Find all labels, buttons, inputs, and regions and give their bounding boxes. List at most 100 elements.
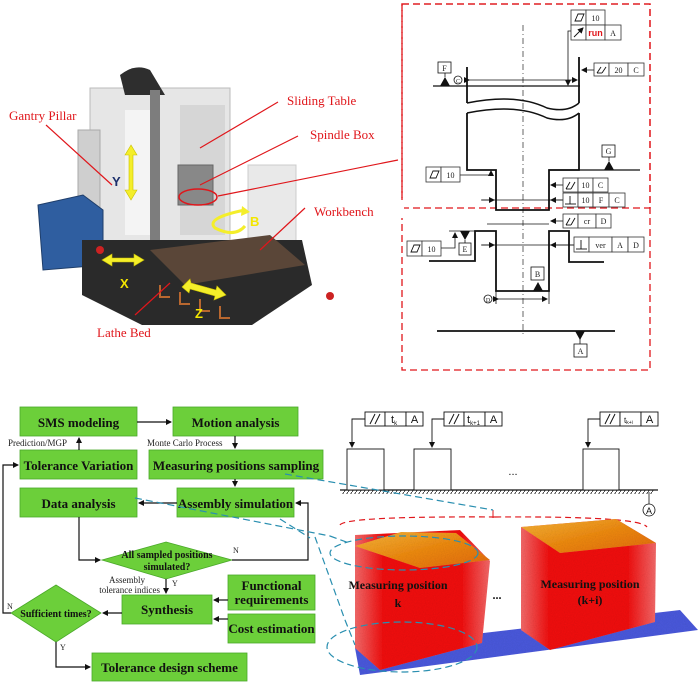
node-label: requirements — [235, 592, 309, 607]
measuring-position-ki-top — [521, 519, 656, 553]
note-assembly: Assembly — [109, 575, 146, 585]
node-label: Functional — [242, 578, 302, 593]
circled-c-text: C — [456, 79, 460, 85]
fcf-value-run: run — [588, 28, 603, 38]
edge-n-loop — [2, 462, 19, 614]
zoom-connectors — [134, 473, 494, 646]
total-runout-icon — [565, 217, 576, 226]
fcf-total-runout-cr — [562, 213, 612, 229]
spindle-box-leader — [199, 135, 299, 186]
node-measuring-sampling — [148, 449, 324, 480]
node-label: Tolerance design scheme — [101, 660, 238, 675]
measuring-block-ki — [582, 448, 620, 491]
fcf-value: 10 — [582, 181, 590, 190]
fcf-symbols — [410, 13, 607, 253]
fcf-datum: A — [610, 29, 616, 38]
datum-box-b — [530, 266, 545, 281]
lathe-bed-leader — [134, 282, 171, 316]
datum-circle-a — [642, 503, 656, 517]
datum-circle-a-text: A — [646, 506, 652, 516]
part-profile — [429, 25, 640, 344]
node-functional-requirements — [227, 574, 316, 611]
node-cost-estimation — [227, 613, 316, 644]
feature-control-frames — [406, 9, 645, 257]
datum-a: A — [490, 414, 498, 426]
datum-triangle-b — [533, 282, 543, 291]
perpendicularity-icon — [565, 196, 576, 205]
datum-box-e — [458, 242, 472, 256]
decision-label: simulated? — [144, 562, 191, 573]
tol-ki: tk+i — [624, 416, 633, 426]
label-spindle-box: Spindle Box — [310, 127, 375, 142]
note-prediction: Prediction/MGP — [8, 438, 67, 448]
node-sms-modeling — [19, 406, 138, 437]
label-measuring-k-index: k — [395, 596, 402, 610]
datum-e: E — [463, 245, 468, 254]
parallelism-schematic: A ... tk A tk+1 A tk+i A — [340, 411, 659, 517]
perpendicularity-icon — [576, 240, 587, 250]
measuring-block-k — [346, 448, 385, 491]
fcf-value: 20 — [615, 66, 623, 75]
tol-k: tk — [391, 414, 398, 427]
datum-b: B — [535, 270, 540, 279]
drawing-frame — [401, 3, 651, 371]
label-gantry-pillar: Gantry Pillar — [9, 108, 77, 123]
node-synthesis — [121, 594, 213, 625]
fcf-value: 10 — [592, 14, 600, 23]
label-lathe-bed: Lathe Bed — [97, 325, 151, 340]
axis-label-x: X — [120, 276, 129, 291]
workbench-top — [150, 235, 305, 285]
runout-icon — [573, 27, 584, 38]
measuring-position-ki-cloud — [521, 519, 656, 650]
bottom-surface-ellipse — [326, 621, 478, 673]
node-label: SMS modeling — [38, 415, 120, 430]
total-runout-icon — [565, 181, 576, 190]
datum-triangle-a — [575, 331, 585, 340]
label-workbench: Workbench — [314, 204, 374, 219]
branch-y: Y — [60, 643, 66, 652]
branch-y: Y — [172, 579, 178, 588]
node-label: Cost estimation — [228, 621, 315, 636]
flatness-icon — [410, 244, 421, 253]
branch-n: N — [7, 602, 13, 611]
point-cloud-view: Measuring position k Measuring position … — [326, 510, 698, 675]
datum-a: A — [646, 414, 654, 426]
top-surface-ellipse — [329, 535, 479, 571]
decision-label: Sufficient times? — [20, 609, 91, 620]
leader — [349, 418, 365, 448]
y-axis-arrow — [124, 144, 138, 201]
label-measuring-ki: Measuring position — [540, 577, 639, 591]
datum-triangle-e — [460, 231, 470, 240]
label-measuring-ki-index: (k+i) — [578, 593, 603, 607]
flatness-icon — [574, 13, 585, 22]
edge — [78, 517, 101, 563]
ballscrew — [150, 90, 160, 250]
cable-chain — [120, 67, 165, 95]
datum-a: A — [578, 347, 584, 356]
tol-k1: tk+1 — [467, 414, 481, 427]
sliding-table-leader — [199, 101, 279, 149]
fcf-datum: D — [633, 241, 639, 250]
bolt-marker — [96, 246, 104, 254]
b-axis-arrowhead — [241, 206, 250, 216]
fcf-value: 10 — [428, 245, 436, 254]
fcf-datum: A — [617, 241, 623, 250]
datum-g: G — [606, 147, 612, 156]
node-label: Assembly simulation — [178, 496, 294, 511]
label-measuring-k: Measuring position — [348, 578, 447, 592]
z-axis-arrow — [181, 278, 227, 301]
datum-triangle-f — [440, 77, 450, 86]
fcf-datum: C — [614, 196, 619, 205]
spindle-box — [177, 164, 214, 206]
parallelism-icons — [369, 413, 616, 425]
node-tolerance-variation — [19, 449, 138, 480]
spindle-to-drawing-leader — [217, 159, 399, 197]
datum-box-f — [437, 61, 452, 74]
edge-y — [55, 642, 91, 670]
circled-d-text: D — [486, 298, 491, 304]
fcf-perpendicularity-fc — [562, 192, 626, 208]
gantry-pillar-leader — [45, 124, 113, 186]
fcf-perpendicularity-ad — [573, 236, 645, 253]
node-label: Motion analysis — [192, 415, 280, 430]
